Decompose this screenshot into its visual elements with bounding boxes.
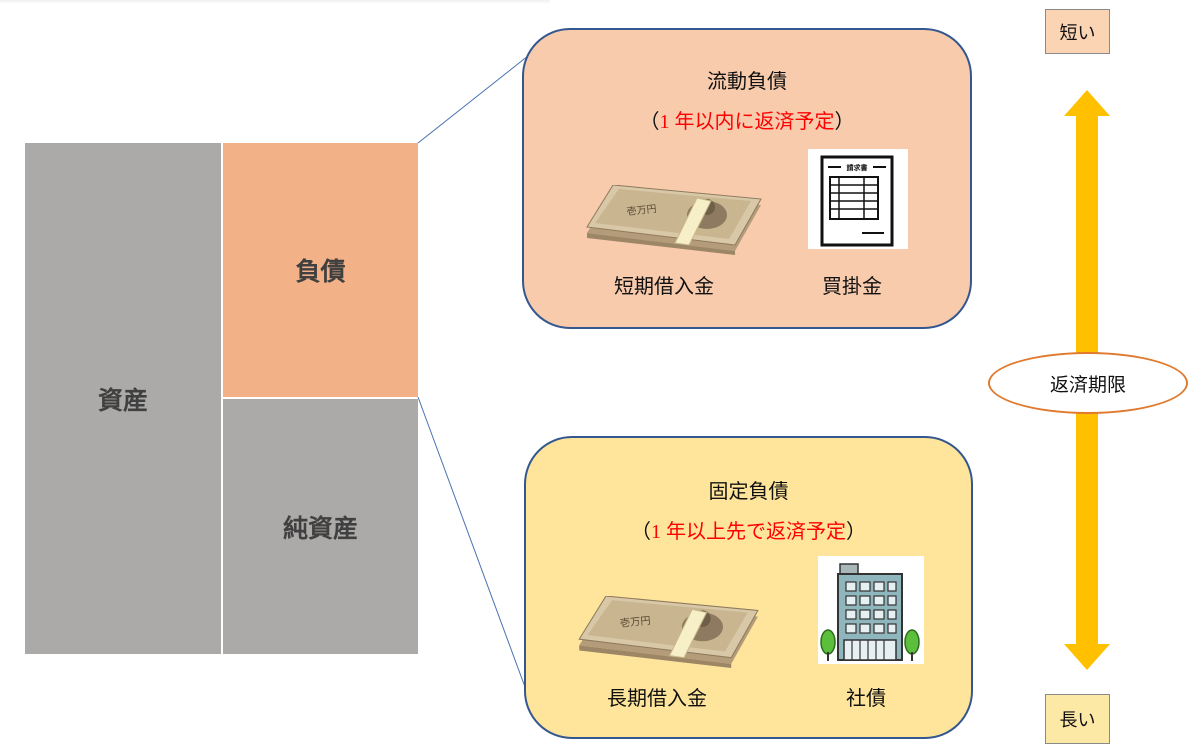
current-liabilities-panel: 流動負債 （1 年以内に返済予定） 壱万円 請求書 短期借入金 買掛金 [522,28,972,329]
long-term-loans-label: 長期借入金 [607,688,707,710]
fixed-liabilities-subtitle: （1 年以上先で返済予定） [631,521,866,543]
office-building-icon [820,563,920,661]
repayment-deadline-oval: 返済期限 [988,352,1188,414]
money-bundle-icon: 壱万円 [578,596,759,668]
net-assets-label: 純資産 [282,513,358,543]
bonds-label: 社債 [846,688,886,710]
accounts-payable-label: 買掛金 [822,276,882,298]
connector-line-bottom [417,396,533,707]
money-bundle-icon: 壱万円 [586,185,762,255]
fixed-liabilities-title: 固定負債 [708,481,789,503]
svg-text:壱万円: 壱万円 [619,614,651,630]
current-liabilities-subtitle: （1 年以内に返済予定） [639,111,855,133]
short-term-loans-label: 短期借入金 [614,276,714,298]
net-assets-block: 純資産 [223,399,418,654]
building-card [818,556,924,664]
asset-block: 資産 [25,143,221,654]
svg-text:請求書: 請求書 [847,163,868,172]
current-liabilities-title: 流動負債 [707,71,787,93]
invoice-icon: 請求書 [820,155,894,247]
svg-text:壱万円: 壱万円 [626,202,657,218]
long-term-tag: 長い [1045,694,1110,744]
liability-label: 負債 [295,257,346,286]
liability-block: 負債 [223,143,418,397]
fixed-liabilities-panel: 固定負債 （1 年以上先で返済予定） 壱万円 [524,436,973,739]
connector-line-top [417,51,534,144]
top-divider [0,0,550,4]
asset-label: 資産 [97,385,148,415]
short-term-tag: 短い [1045,9,1110,54]
invoice-card: 請求書 [808,149,908,249]
